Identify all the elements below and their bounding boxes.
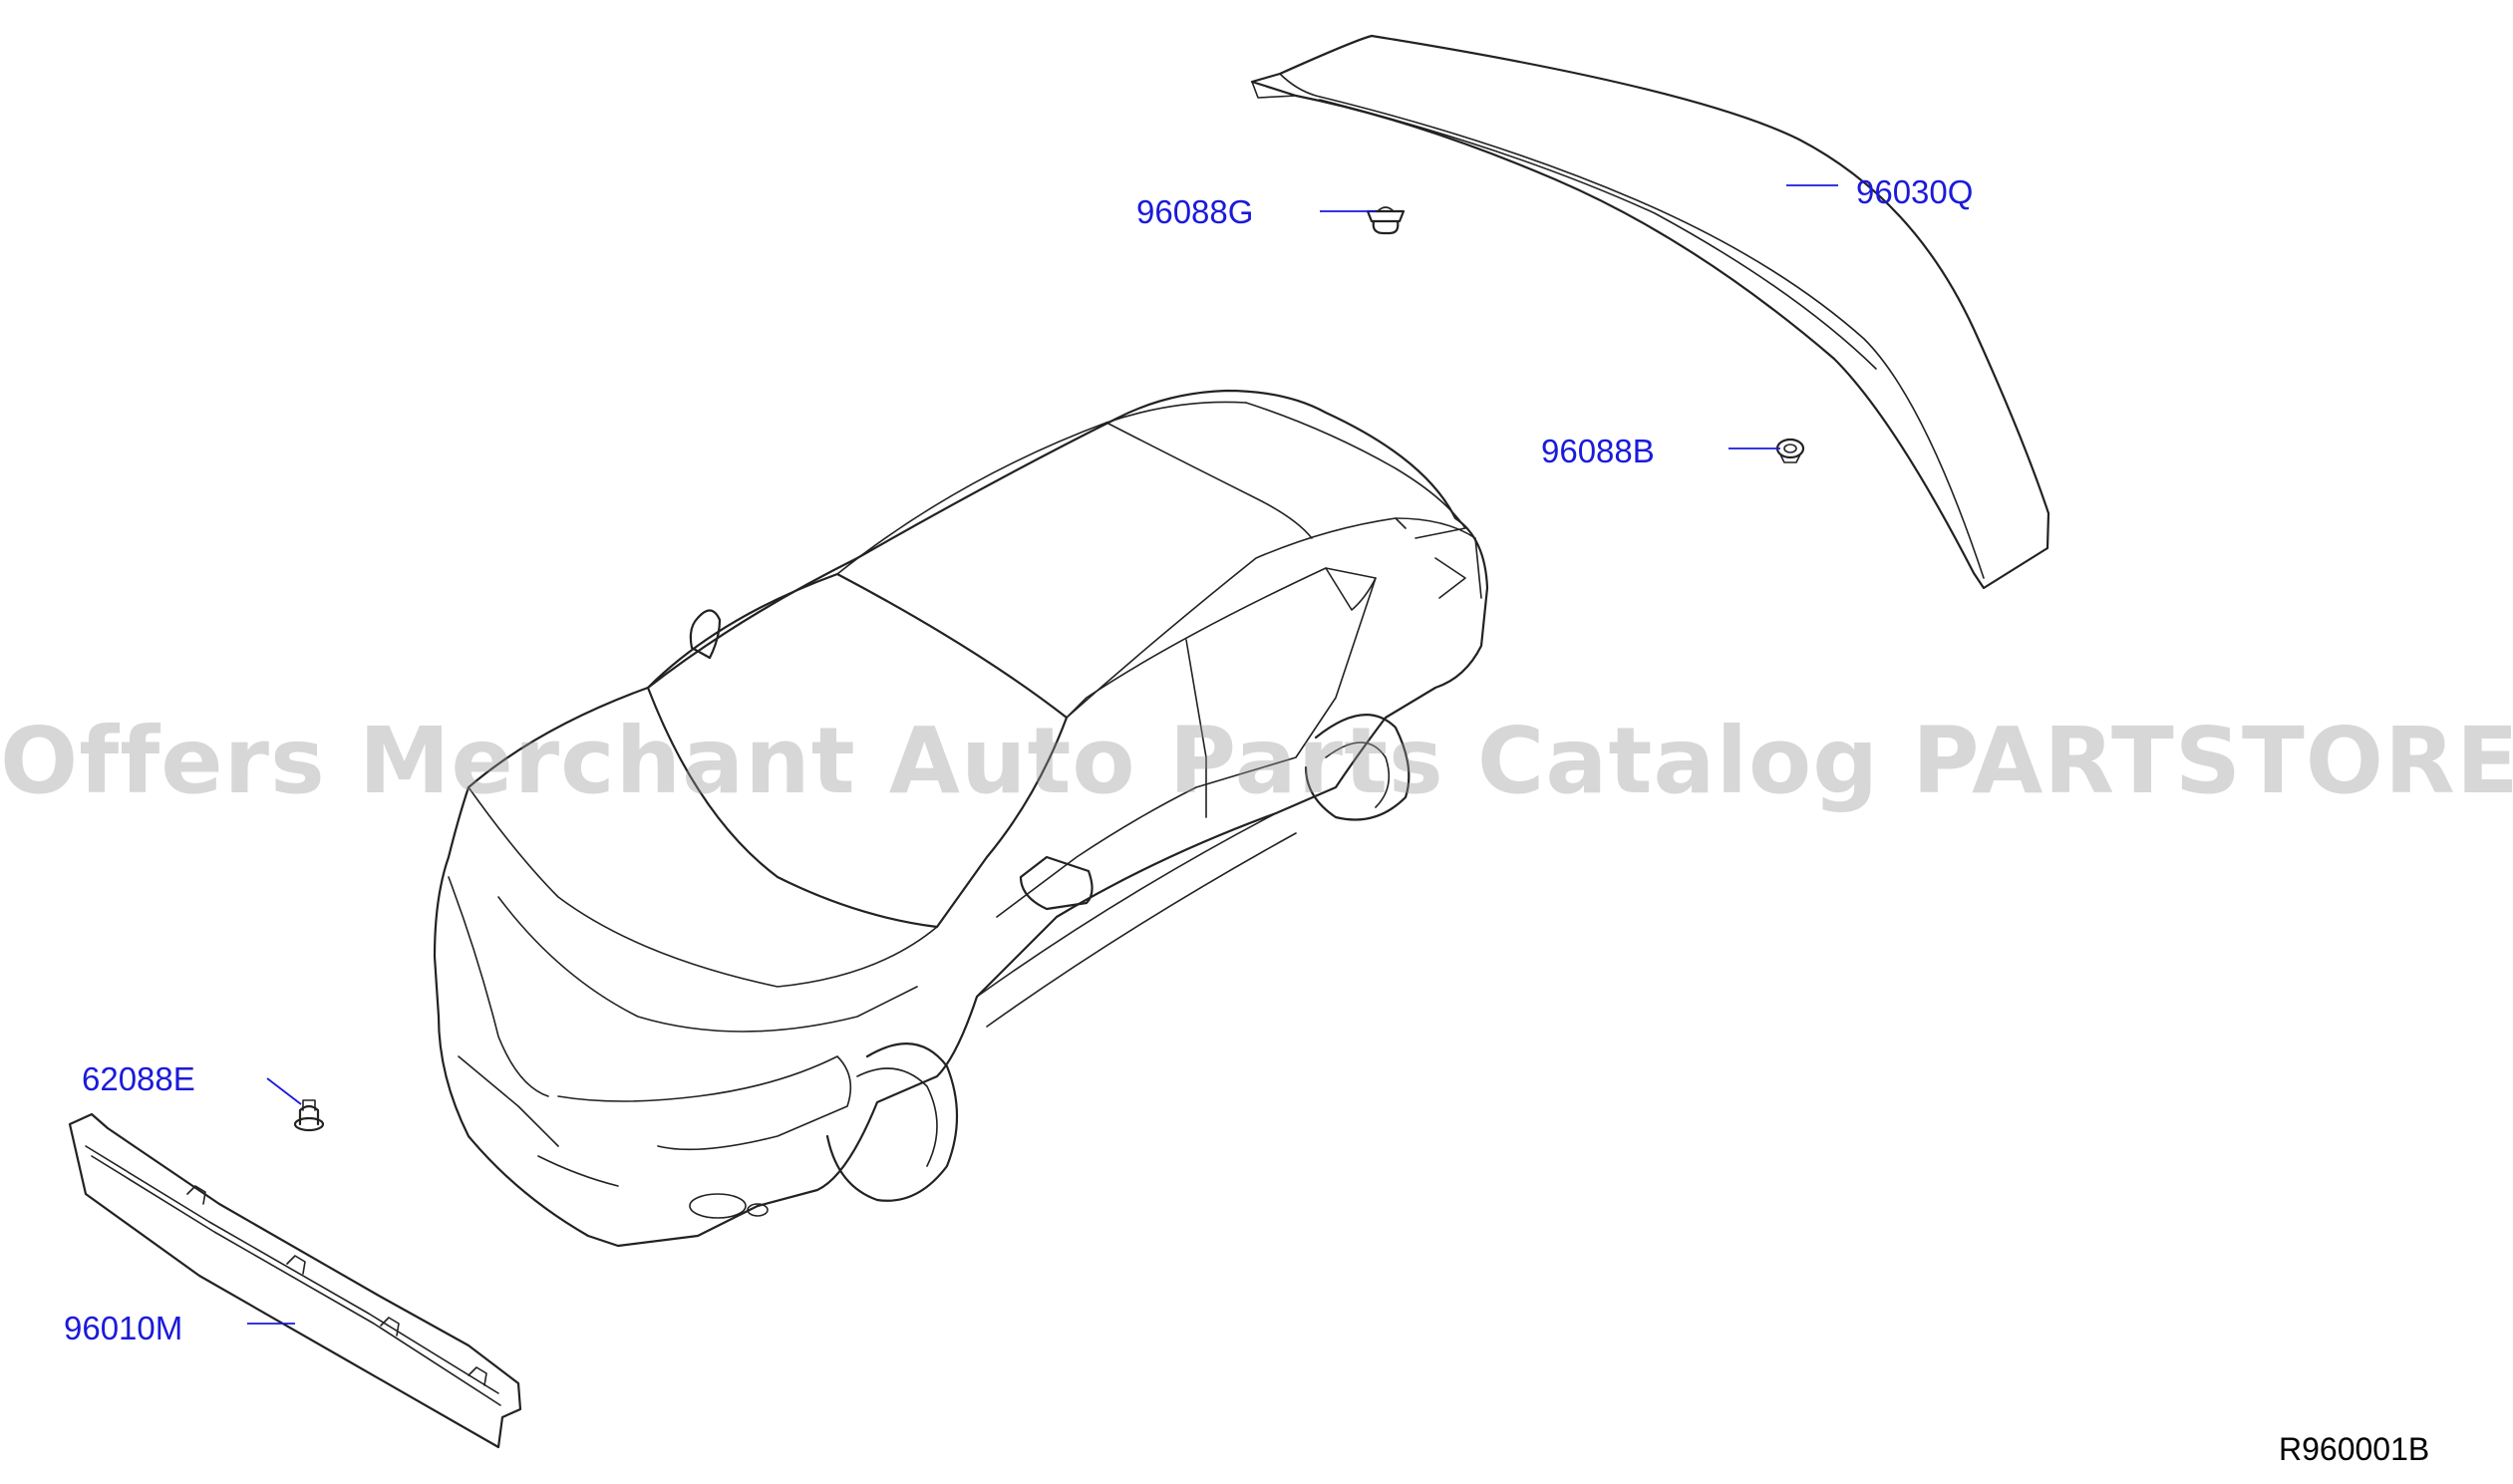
car-outline (433, 389, 1489, 1248)
diagram-code: R960001B (2279, 1431, 2430, 1467)
clip-b-shape[interactable] (1775, 438, 1805, 463)
part-label-62088E[interactable]: 62088E (82, 1060, 195, 1097)
leader-62088E (266, 1077, 302, 1105)
clip-g-shape[interactable] (1366, 206, 1406, 235)
part-label-96088G[interactable]: 96088G (1136, 193, 1254, 230)
rear-spoiler-shape[interactable] (1250, 34, 2050, 590)
grommet-shape[interactable] (293, 1099, 325, 1132)
part-label-96030Q[interactable]: 96030Q (1856, 173, 1974, 210)
part-label-96010M[interactable]: 96010M (64, 1310, 183, 1346)
part-label-96088B[interactable]: 96088B (1541, 433, 1655, 469)
front-spoiler-shape[interactable] (68, 1112, 522, 1449)
